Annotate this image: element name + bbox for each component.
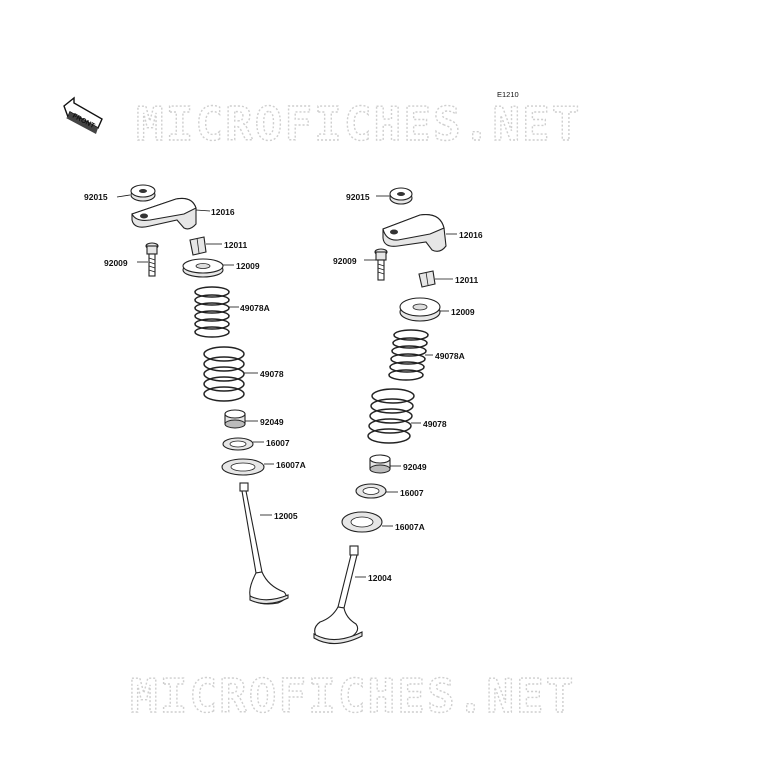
- right-collet: [418, 270, 436, 288]
- right-nut: [389, 187, 413, 205]
- right-inner-spring: [388, 329, 429, 381]
- right-label-nut: 92015: [346, 192, 370, 202]
- right-label-valve: 12004: [368, 573, 392, 583]
- left-label-retainer: 12009: [236, 261, 260, 271]
- left-stem-seal: [224, 409, 246, 429]
- left-spring-seat: [222, 437, 254, 451]
- left-label-rocker: 12016: [211, 207, 235, 217]
- right-label-spring-inner: 49078A: [435, 351, 465, 361]
- left-label-spring-inner: 49078A: [240, 303, 270, 313]
- watermark-bottom: MICROFICHES.NET: [130, 669, 575, 723]
- right-adjust-bolt: [374, 248, 388, 281]
- right-label-collet: 12011: [455, 275, 478, 285]
- left-collet: [189, 236, 207, 256]
- right-label-rocker: 12016: [459, 230, 483, 240]
- right-stem-seal: [369, 454, 391, 474]
- left-valve: [239, 482, 289, 605]
- left-inner-spring: [194, 286, 230, 338]
- left-nut: [130, 184, 156, 202]
- left-outer-spring: [203, 346, 245, 402]
- right-valve-group: 92015 12016 92009 12011: [313, 187, 483, 645]
- left-label-spring-outer: 49078: [260, 369, 284, 379]
- left-retainer: [182, 258, 224, 278]
- right-label-retainer: 12009: [451, 307, 475, 317]
- left-label-valve: 12005: [274, 511, 298, 521]
- right-spring-seat-outer: [341, 511, 383, 533]
- left-label-collet: 12011: [224, 240, 247, 250]
- left-spring-seat-outer: [221, 458, 265, 476]
- watermark-top: MICROFICHES.NET: [136, 97, 581, 151]
- left-label-seat: 16007: [266, 438, 290, 448]
- left-label-seal: 92049: [260, 417, 284, 427]
- right-label-seat-outer: 16007A: [395, 522, 425, 532]
- right-label-bolt: 92009: [333, 256, 357, 266]
- left-adjust-bolt: [145, 242, 159, 277]
- left-label-nut: 92015: [84, 192, 108, 202]
- front-arrow-icon: FRONT: [63, 96, 103, 134]
- diagram-code: E1210: [497, 90, 519, 99]
- right-rocker-arm: [382, 213, 447, 252]
- right-label-seat: 16007: [400, 488, 424, 498]
- right-outer-spring: [367, 388, 415, 444]
- left-rocker-arm: [131, 197, 197, 230]
- left-label-bolt: 92009: [104, 258, 128, 268]
- left-valve-group: 92015 12016 92009 12011: [84, 184, 306, 605]
- right-valve: [313, 545, 363, 645]
- right-label-seal: 92049: [403, 462, 427, 472]
- left-label-seat-outer: 16007A: [276, 460, 306, 470]
- right-spring-seat: [355, 483, 387, 499]
- right-label-spring-outer: 49078: [423, 419, 447, 429]
- right-retainer: [399, 297, 441, 322]
